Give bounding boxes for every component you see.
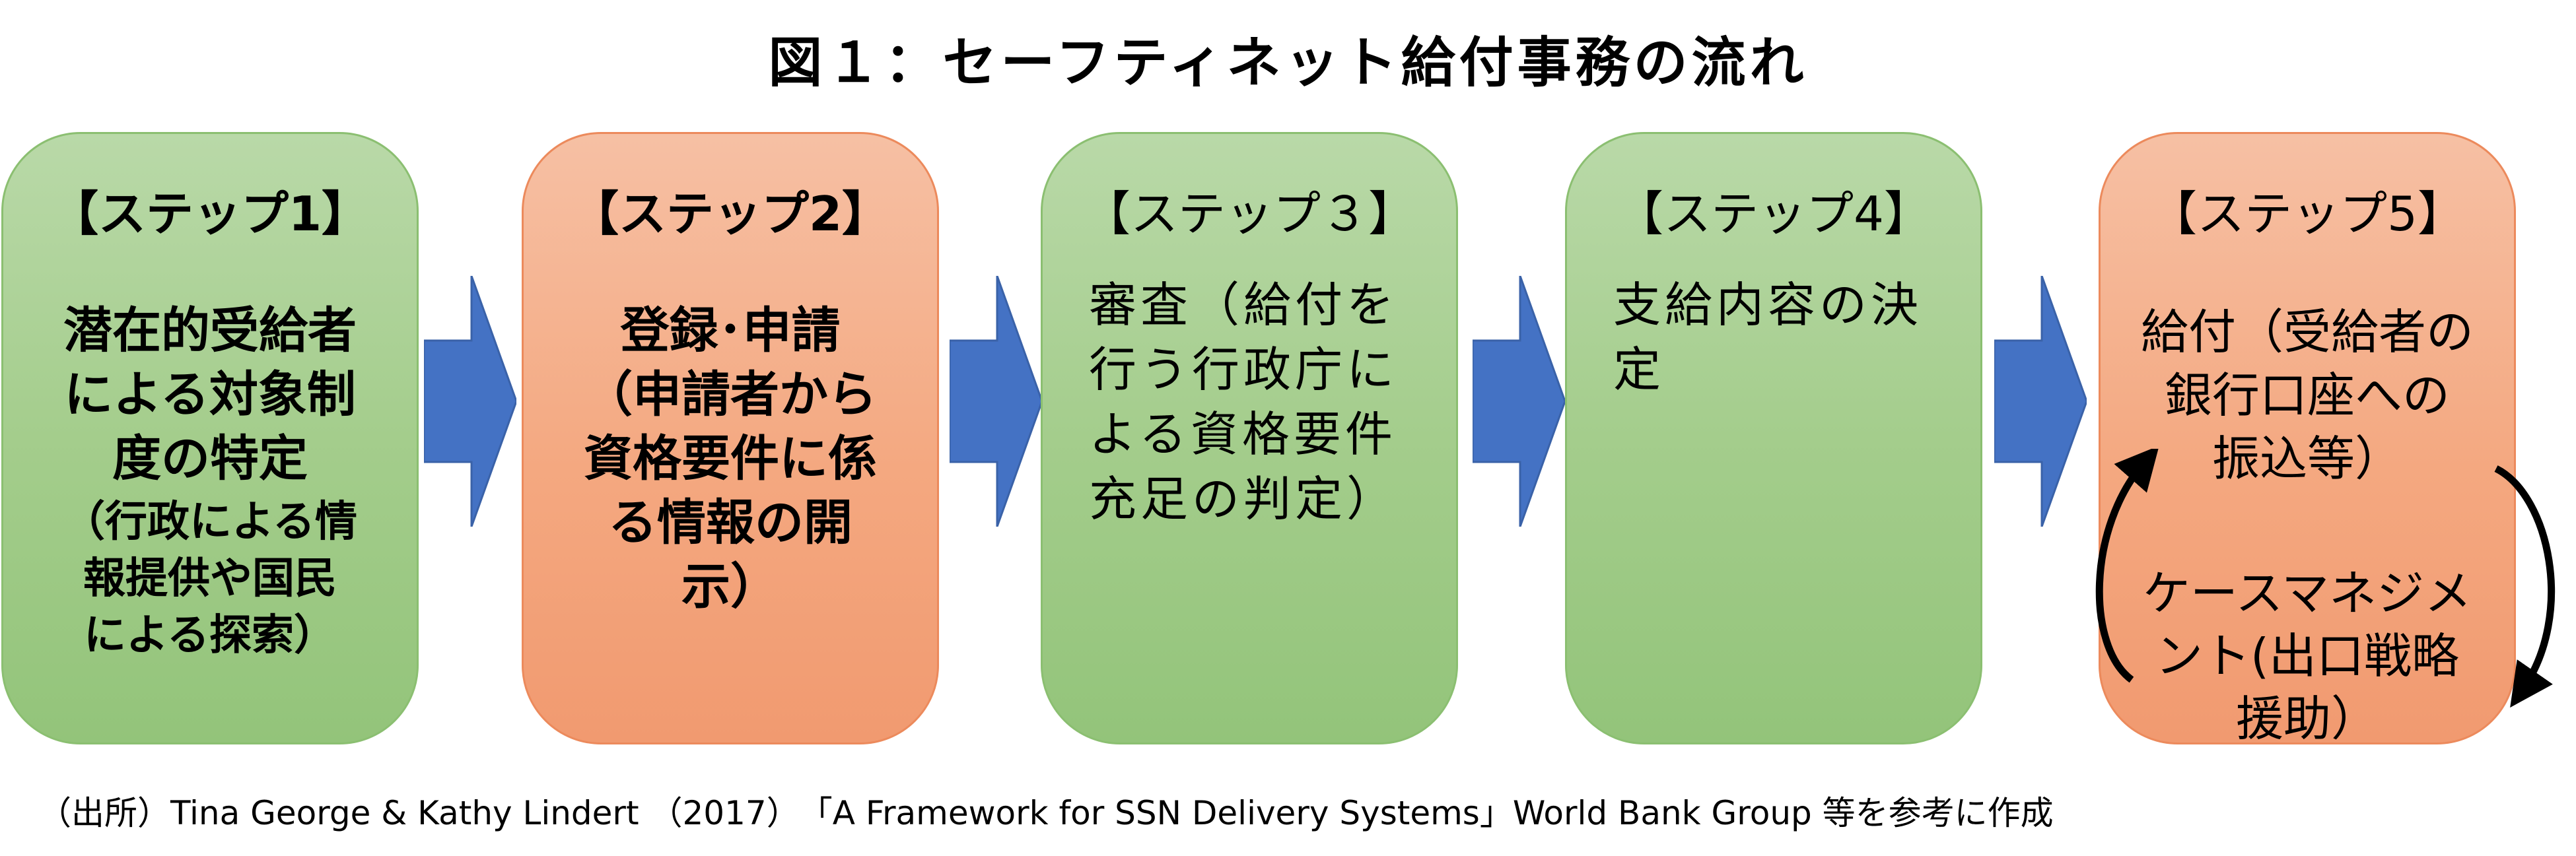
step-5-line: 銀行口座への: [2164, 368, 2450, 423]
step-2-line: 示）: [681, 558, 779, 615]
step-4-text: 支給内容の決 定: [1613, 273, 1967, 402]
step-1-sub-line: による探索）: [83, 611, 337, 660]
step-5-line: 振込等）: [2211, 431, 2402, 486]
case-management-line: ント(出口戦略: [2155, 628, 2460, 684]
step-5-line: 給付（受給者の: [2140, 304, 2474, 360]
step-3-heading: 【ステップ３】: [1082, 186, 1416, 242]
step-1-line: 度の特定: [112, 430, 308, 487]
step-1-line: 潜在的受給者: [63, 302, 357, 359]
step-2-box: 【ステップ2】 登録･申請 （申請者から 資格要件に係 る情報の開 示）: [522, 132, 939, 744]
step-1-line: による対象制: [64, 366, 356, 423]
step-4-heading: 【ステップ4】: [1616, 186, 1932, 242]
step-3-box: 【ステップ３】 審査（給付を 行う行政庁に よる資格要件 充足の判定）: [1041, 132, 1458, 744]
step-2-line: （申請者から: [584, 366, 877, 423]
step-2-text: 登録･申請 （申請者から 資格要件に係 る情報の開 示）: [540, 299, 921, 619]
step-2-heading: 【ステップ2】: [571, 186, 890, 242]
case-management-text: ケースマネジメ ント(出口戦略 援助）: [2099, 562, 2516, 750]
cycle-arrows-icon: [2095, 449, 2556, 708]
step-4-box: 【ステップ4】 支給内容の決 定: [1565, 132, 1982, 744]
step-3-line: 充足の判定）: [1089, 471, 1399, 527]
right-arrow-icon: [1473, 276, 1565, 527]
step-1-main-text: 潜在的受給者 による対象制 度の特定: [19, 299, 401, 491]
step-1-heading: 【ステップ1】: [50, 186, 370, 242]
diagram-title: 図１：セーフティネット給付事務の流れ: [768, 32, 1808, 94]
step-1-box: 【ステップ1】 潜在的受給者 による対象制 度の特定 （行政による情 報提供や国…: [1, 132, 419, 744]
step-2-line: 資格要件に係: [584, 430, 877, 487]
step-4-line: 定: [1613, 342, 1665, 397]
step-1-sub-line: 報提供や国民: [83, 554, 337, 603]
step-1-sub-text: （行政による情 報提供や国民 による探索）: [19, 494, 401, 664]
right-arrow-icon: [1994, 276, 2087, 527]
case-management-line: ケースマネジメ: [2142, 566, 2472, 621]
step-2-line: 登録･申請: [620, 302, 841, 359]
right-arrow-icon: [424, 276, 516, 527]
step-5-box: 【ステップ5】 給付（受給者の 銀行口座への 振込等）: [2099, 132, 2516, 744]
case-management-line: 援助）: [2235, 691, 2379, 746]
step-1-sub-line: （行政による情: [62, 498, 358, 546]
step-3-line: 審査（給付を: [1089, 277, 1399, 333]
step-4-line: 支給内容の決: [1613, 277, 1923, 333]
right-arrow-icon: [950, 276, 1042, 527]
step-3-line: 行う行政庁に: [1089, 342, 1399, 397]
step-3-line: よる資格要件: [1089, 407, 1397, 462]
step-3-text: 審査（給付を 行う行政庁に よる資格要件 充足の判定）: [1089, 273, 1443, 531]
step-2-line: る情報の開: [608, 494, 853, 551]
step-5-text: 給付（受給者の 銀行口座への 振込等）: [2116, 300, 2498, 490]
step-5-heading: 【ステップ5】: [2149, 186, 2465, 242]
source-note: （出所）Tina George & Kathy Lindert （2017） 「…: [38, 794, 2054, 832]
